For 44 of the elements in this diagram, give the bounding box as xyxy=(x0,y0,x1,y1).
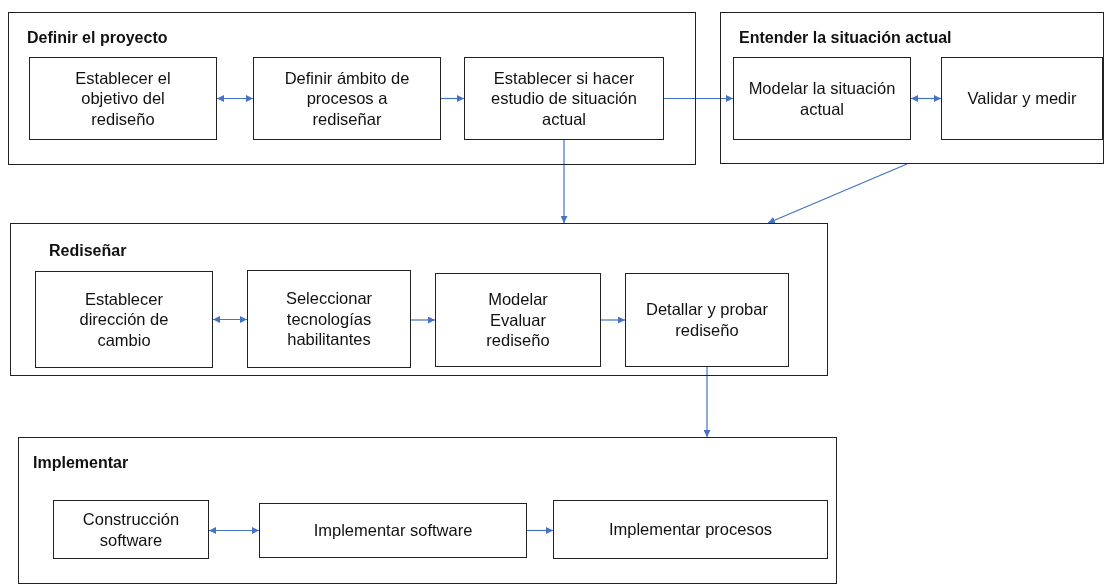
step-label: Seleccionar tecnologías habilitantes xyxy=(284,288,374,350)
process-box xyxy=(435,273,601,367)
arrow xyxy=(212,316,248,323)
step-label: Establecer dirección de cambio xyxy=(78,288,170,351)
arrow xyxy=(440,95,465,102)
arrow xyxy=(560,139,568,224)
arrow xyxy=(767,163,908,224)
step-label: Construcción software xyxy=(81,508,181,551)
process-box xyxy=(35,271,213,368)
arrow xyxy=(216,95,254,102)
step-label: Modelar la situación actual xyxy=(747,77,897,120)
process-box xyxy=(259,503,527,558)
arrow xyxy=(663,95,734,102)
process-box xyxy=(29,57,217,140)
step-label: Definir ámbito de procesos a rediseñar xyxy=(283,67,411,130)
phase-title: Implementar xyxy=(33,454,129,472)
process-box xyxy=(464,57,664,140)
phase-title: Rediseñar xyxy=(49,242,127,260)
phase-box xyxy=(8,12,696,165)
step-label: Establecer si hacer estudio de situación actual xyxy=(490,67,638,130)
process-box xyxy=(253,57,441,140)
phase-title: Definir el proyecto xyxy=(27,29,168,47)
step-label: Detallar y probar rediseño xyxy=(645,299,769,341)
process-box xyxy=(53,500,209,559)
step-label: Establecer el objetivo del rediseño xyxy=(74,67,172,130)
process-box xyxy=(625,273,789,367)
arrow xyxy=(526,527,554,534)
step-label: Implementar software xyxy=(312,520,474,541)
phase-box xyxy=(18,437,837,584)
phase-box xyxy=(10,223,828,376)
arrow xyxy=(910,95,942,102)
process-box xyxy=(941,57,1103,140)
phase-title: Entender la situación actual xyxy=(739,29,952,47)
phase-box xyxy=(720,12,1104,164)
process-box xyxy=(247,270,411,368)
step-label: Modelar Evaluar rediseño xyxy=(485,289,551,351)
process-box xyxy=(733,57,911,140)
step-label: Validar y medir xyxy=(966,88,1078,109)
arrow xyxy=(703,366,711,438)
arrow xyxy=(410,316,436,324)
arrow xyxy=(208,527,260,534)
step-label: Implementar procesos xyxy=(607,519,774,540)
process-box xyxy=(553,500,828,559)
arrow xyxy=(600,316,626,324)
